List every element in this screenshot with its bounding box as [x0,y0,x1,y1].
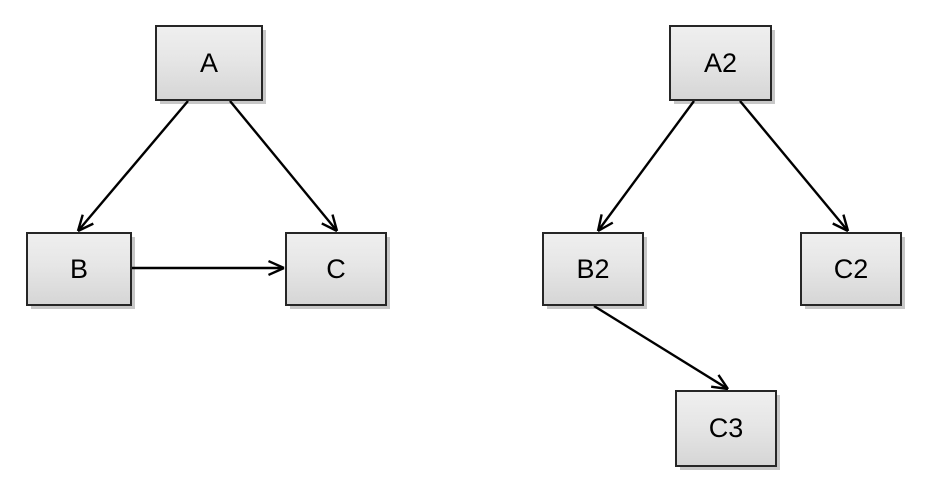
node-label: B2 [576,253,610,284]
node-c[interactable]: C [285,232,387,306]
edge-a-b-arrowhead-0 [76,214,84,232]
edge-a-b-arrowhead-1 [77,222,94,233]
edge-a-c-arrowhead-1 [331,214,339,232]
node-label: C3 [708,413,744,443]
edge-a-c-line [229,100,338,232]
edge-a2-c2-arrowhead-0 [832,222,849,233]
node-b[interactable]: B [26,232,132,306]
edge-b-c-arrowhead-1 [267,259,285,270]
edge-a2-b2-arrowhead-0 [596,214,603,232]
edge-b-c-arrowhead-0 [267,266,285,277]
edge-b2-c3-arrowhead-0 [710,385,729,391]
edge-a-b-line [77,100,189,232]
edge-a2-c2-line [739,100,849,232]
node-b2[interactable]: B2 [542,232,644,306]
node-label: A2 [703,47,738,78]
node-label: A [199,47,218,78]
edge-b2-c3-arrowhead-1 [717,374,729,390]
node-c2[interactable]: C2 [800,232,902,306]
node-c3[interactable]: C3 [675,390,777,467]
edge-a2-b2-line [597,100,695,232]
node-a2[interactable]: A2 [669,25,772,101]
node-a[interactable]: A [155,25,263,101]
edges-group [76,100,850,391]
node-label: B [69,253,88,284]
edge-a-c-arrowhead-0 [321,222,338,233]
edge-a2-b2-arrowhead-1 [597,221,614,233]
edge-a2-c2-arrowhead-1 [842,214,850,232]
edge-b2-c3-line [593,304,729,391]
node-label: C2 [833,253,869,284]
node-label: C [326,253,346,284]
